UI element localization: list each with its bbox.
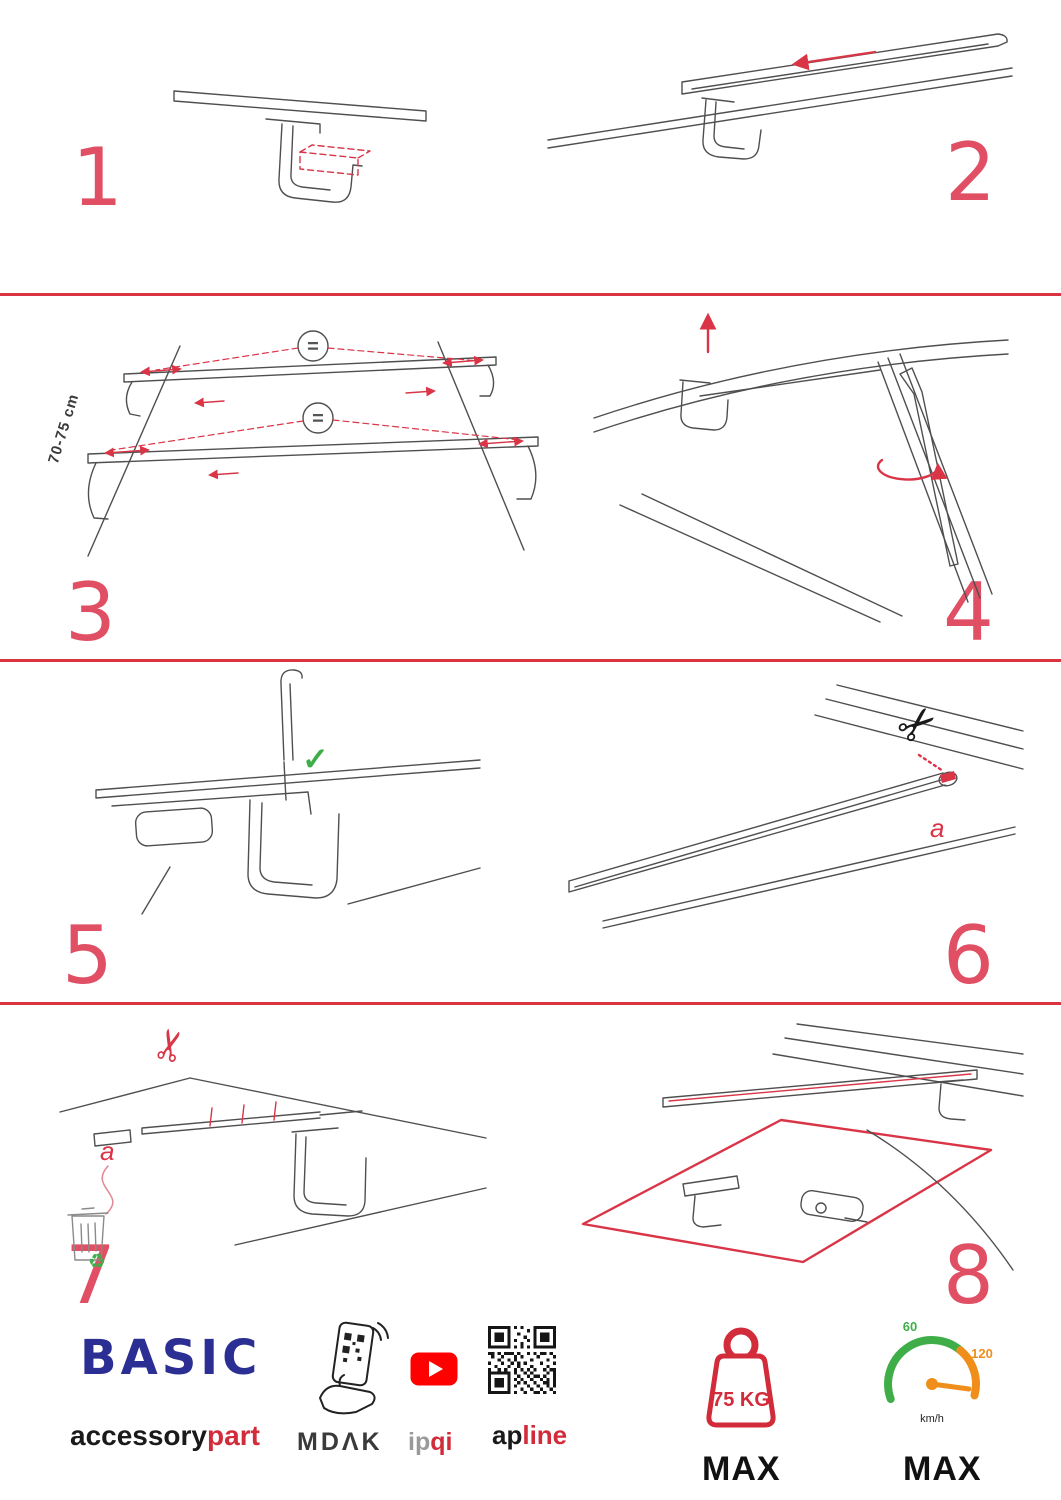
weight-limit-icon: 75 KG [706, 1327, 776, 1428]
weight-limit-value: 75 KG [712, 1389, 770, 1411]
phone-qr-icon [319, 1321, 389, 1415]
allen-key [899, 367, 959, 567]
step-6-number: 6 [943, 909, 994, 1002]
brand-mdak: MDΛK [297, 1428, 383, 1456]
step-3-number: 3 [65, 566, 116, 659]
label-a: a [100, 1136, 114, 1166]
wordmark-accessorypart: accessorypart [70, 1420, 260, 1452]
step-8-number: 8 [943, 1229, 994, 1322]
qr-code [488, 1326, 556, 1394]
step-1-illustration [173, 90, 427, 203]
speedometer-icon: 60 120 km/h [884, 1319, 993, 1425]
wordmark-accessory: accessory [70, 1420, 208, 1451]
ipqi-part1: ip [408, 1428, 431, 1456]
step-2-illustration [547, 33, 1013, 160]
step-8-illustration [581, 1023, 1024, 1271]
trash-icon [67, 1207, 109, 1261]
check-icon: ✓ [302, 741, 329, 777]
step-7-illustration: ✂ a ♻ [59, 1022, 487, 1273]
highlight-frame [581, 1118, 993, 1264]
ipqi-part2: qi [430, 1428, 453, 1456]
brand-ipqi: ipqi [408, 1428, 452, 1457]
step-4-number: 4 [943, 566, 994, 659]
rubber-pad-highlight [299, 144, 371, 176]
apline-part2: line [522, 1420, 568, 1450]
recycle-icon: ♻ [88, 1251, 106, 1273]
measurement-arrows [104, 355, 524, 480]
youtube-icon [410, 1352, 458, 1386]
label-a: a [930, 813, 944, 843]
section-divider-2 [0, 659, 1061, 662]
cut-marks [209, 1101, 277, 1127]
speed-low-label: 60 [903, 1319, 917, 1334]
equal-spacing-marker: = [312, 408, 324, 430]
apline-part1: ap [492, 1420, 523, 1450]
cut-marks [917, 753, 945, 773]
rubber-strip-end [940, 771, 956, 783]
wordmark-part: part [207, 1420, 260, 1451]
rotate-arrow [876, 458, 948, 481]
step-3-illustration: = = 70-75 cm [45, 330, 539, 557]
equal-spacing-marker: = [307, 336, 319, 358]
step-7-number: 7 [65, 1229, 116, 1322]
section-divider-3 [0, 1002, 1061, 1005]
brand-apline: apline [492, 1420, 567, 1451]
bar-distance-label: 70-75 cm [45, 392, 82, 466]
step-5-illustration: ✓ [95, 669, 481, 915]
speed-max-label: MAX [903, 1450, 982, 1488]
step-2-number: 2 [945, 126, 996, 219]
brand-logo: BASIC [80, 1330, 262, 1386]
slide-arrow [791, 50, 877, 71]
speed-high-label: 120 [971, 1346, 993, 1361]
step-1-number: 1 [72, 131, 123, 224]
step-4-illustration [593, 312, 1009, 623]
step-5-number: 5 [62, 909, 113, 1002]
section-divider-1 [0, 293, 1061, 296]
scissors-icon: ✂ [143, 1022, 198, 1068]
speed-unit-label: km/h [920, 1413, 944, 1425]
step-6-illustration: ✂ a [568, 684, 1024, 929]
weight-max-label: MAX [702, 1450, 781, 1488]
